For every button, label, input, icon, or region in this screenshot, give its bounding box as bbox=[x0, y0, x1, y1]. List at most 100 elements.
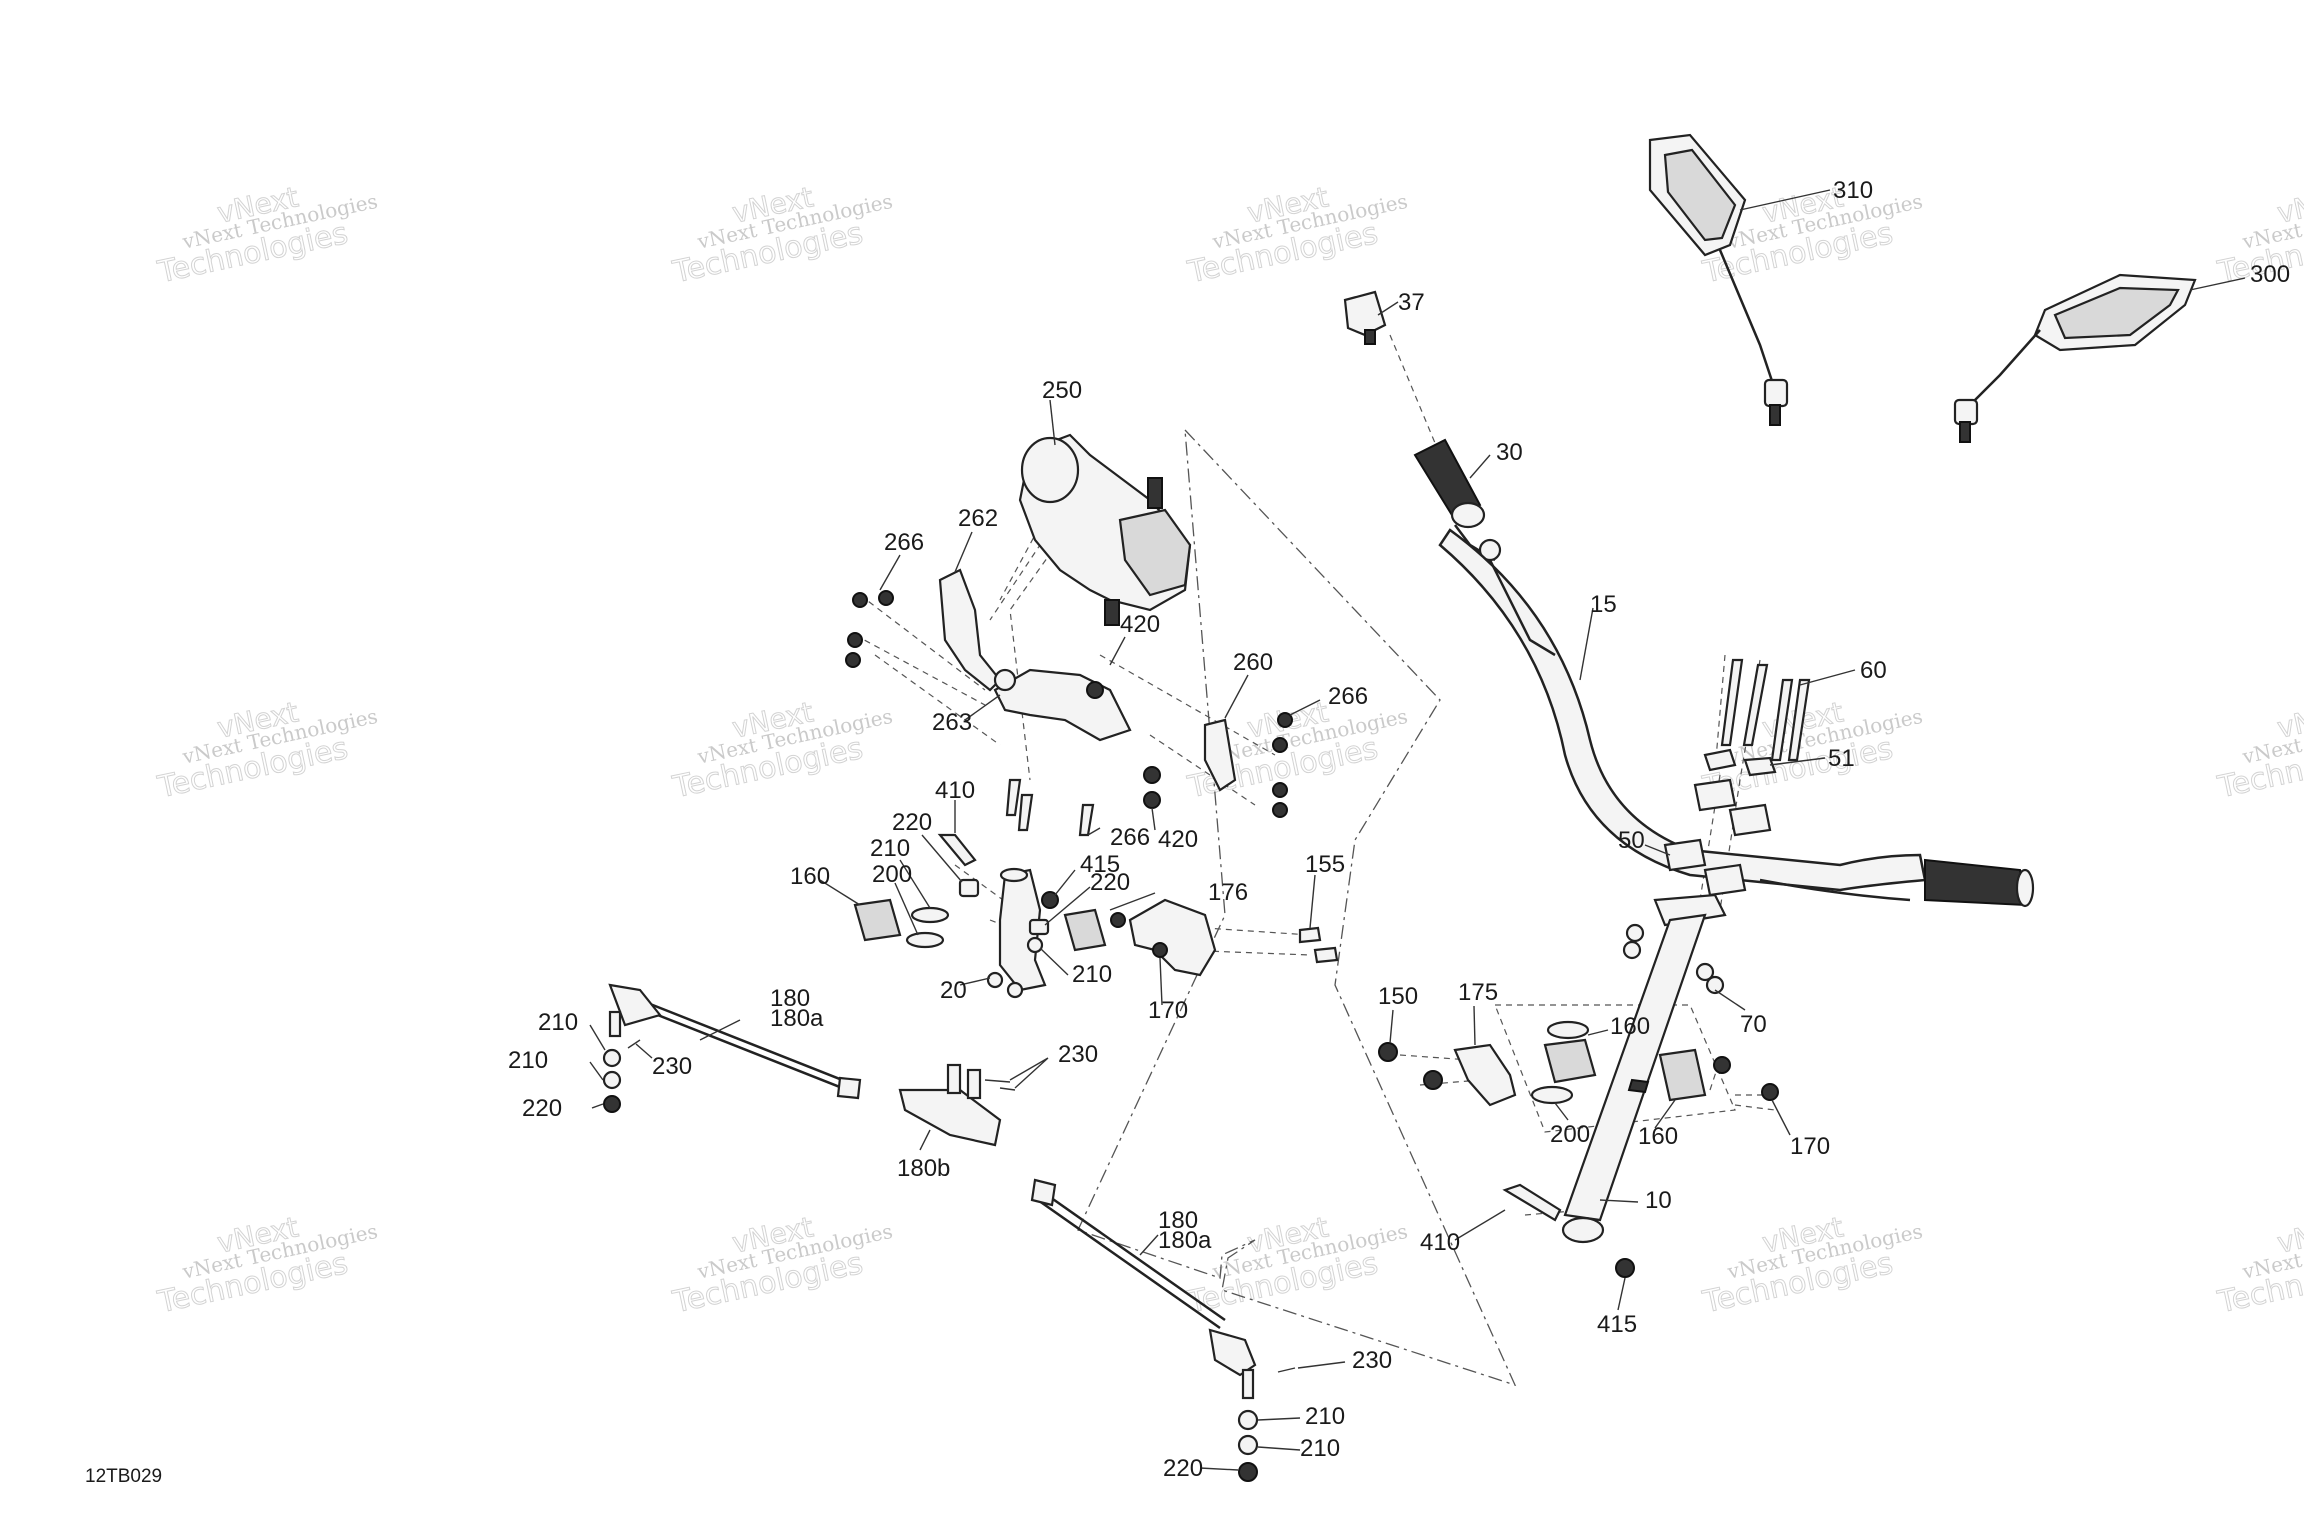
leader-30 bbox=[1469, 454, 1491, 479]
mirror-right-glass bbox=[2053, 286, 2180, 340]
sleeve-220-a bbox=[958, 878, 980, 898]
cotter-230-b bbox=[984, 1079, 1016, 1091]
grip-left-end bbox=[1450, 501, 1486, 529]
leader-51 bbox=[1769, 757, 1826, 766]
bracket-176 bbox=[1128, 898, 1339, 977]
leader-250 bbox=[1049, 399, 1056, 446]
ring-200-c bbox=[910, 906, 950, 924]
bushing-160-b bbox=[1658, 1048, 1707, 1102]
watermark: vNext vNext Technologies Technologies bbox=[669, 180, 895, 291]
leader-210a bbox=[899, 859, 931, 909]
bolt-mount-3 bbox=[1078, 803, 1095, 837]
nut-220-d bbox=[1238, 1462, 1258, 1482]
callout-263: 263 bbox=[932, 709, 972, 736]
grip-right-end bbox=[2015, 868, 2035, 908]
handlebar-tube bbox=[1438, 528, 1927, 892]
watermark: vNext vNext Technologies Technologies bbox=[154, 1210, 380, 1321]
bracket-176-plate bbox=[1128, 898, 1217, 977]
nut-420-a bbox=[1086, 681, 1104, 699]
bolt-155-a bbox=[1298, 926, 1322, 944]
bracket-262-plate bbox=[938, 568, 1002, 692]
callout-180c: 180 bbox=[1158, 1207, 1198, 1234]
nut-415-a bbox=[1041, 891, 1059, 909]
watermark: vNext vNext Technologies Technologies bbox=[154, 180, 380, 291]
nut-70-1 bbox=[1625, 923, 1645, 943]
clamp-lower-50-1 bbox=[1663, 838, 1707, 872]
pitman-arm-body bbox=[998, 868, 1047, 992]
washer-210-d bbox=[602, 1048, 622, 1068]
callout-210b: 210 bbox=[1072, 961, 1112, 988]
leader-210c bbox=[589, 1024, 606, 1051]
leader-310 bbox=[1739, 189, 1831, 211]
tie-rod-upper-stud bbox=[608, 1010, 622, 1038]
nut-170-b bbox=[1761, 1083, 1779, 1101]
bolt-150b bbox=[1423, 1070, 1443, 1090]
mirror-left-mount bbox=[1763, 378, 1789, 408]
lower-clamp-group bbox=[1378, 1020, 1779, 1107]
callout-155: 155 bbox=[1305, 851, 1345, 878]
callout-210f: 210 bbox=[1300, 1435, 1340, 1462]
callout-262: 262 bbox=[958, 505, 998, 532]
callout-180b: 180b bbox=[897, 1155, 950, 1182]
bushing-160-d bbox=[1063, 908, 1107, 952]
bolt-266-d bbox=[845, 652, 861, 668]
watermark: vNext vNext Technologies Technologies bbox=[669, 695, 895, 806]
callout-266a: 266 bbox=[884, 529, 924, 556]
leader-262 bbox=[954, 531, 973, 573]
leader-60 bbox=[1799, 669, 1856, 686]
leader-220d bbox=[1199, 1467, 1239, 1471]
clamp-group-outline bbox=[1494, 1004, 1736, 1133]
callout-415a: 415 bbox=[1080, 851, 1120, 878]
leader-420a bbox=[1109, 636, 1126, 666]
mirror-right-stem bbox=[1969, 329, 2041, 406]
washer-51-1 bbox=[1703, 748, 1737, 772]
bushing-160-c bbox=[853, 898, 902, 942]
leader-180b bbox=[919, 1129, 931, 1151]
tie-rod-lower-shaft bbox=[1039, 1188, 1226, 1322]
callout-210e: 210 bbox=[1305, 1403, 1345, 1430]
pitman-arm-20 bbox=[853, 833, 1126, 999]
grip-left-body bbox=[1413, 438, 1482, 522]
center-link-stud-1 bbox=[946, 1063, 962, 1095]
callout-220b: 220 bbox=[1090, 869, 1130, 896]
callout-150: 150 bbox=[1378, 983, 1418, 1010]
mirror-left-glass bbox=[1663, 148, 1737, 242]
bolt-60-4 bbox=[1787, 678, 1811, 762]
end-cap-stem bbox=[1364, 329, 1376, 345]
mirror-right-mount bbox=[1953, 398, 1979, 426]
cotter-230-c bbox=[1277, 1367, 1296, 1373]
mirror-right-thread bbox=[1959, 421, 1971, 443]
leader-160a bbox=[1587, 1029, 1609, 1036]
callout-170a: 170 bbox=[1790, 1133, 1830, 1160]
washer-210-e bbox=[602, 1070, 622, 1090]
washer-210-b bbox=[986, 971, 1004, 989]
leader-200a bbox=[1554, 1102, 1569, 1121]
callout-200a: 200 bbox=[1550, 1121, 1590, 1148]
callout-410a: 410 bbox=[935, 777, 975, 804]
callout-30: 30 bbox=[1496, 439, 1523, 466]
leader-263 bbox=[964, 694, 1001, 721]
leader-175 bbox=[1473, 1005, 1476, 1046]
callout-220a: 220 bbox=[892, 809, 932, 836]
bolt-266-g bbox=[1272, 782, 1288, 798]
nut-170-c bbox=[1110, 912, 1126, 928]
callout-210c: 210 bbox=[538, 1009, 578, 1036]
right-cable bbox=[1759, 878, 1911, 902]
callout-175: 175 bbox=[1458, 979, 1498, 1006]
callout-160b: 160 bbox=[1638, 1123, 1678, 1150]
leader-415b bbox=[1617, 1277, 1626, 1311]
leader-170a bbox=[1771, 1099, 1791, 1136]
lower-fasteners bbox=[1502, 1183, 1635, 1278]
callout-220c: 220 bbox=[522, 1095, 562, 1122]
bolt-410-a bbox=[937, 833, 977, 867]
bolt-266-f bbox=[1272, 737, 1288, 753]
callout-266c: 266 bbox=[1110, 824, 1150, 851]
pitman-arm-top bbox=[999, 867, 1029, 883]
steering-actuator-250 bbox=[1018, 433, 1192, 626]
steering-column-10 bbox=[1561, 893, 1727, 1244]
tie-rod-lower-stud bbox=[1241, 1368, 1255, 1400]
callout-230b: 230 bbox=[1058, 1041, 1098, 1068]
bolt-60-1 bbox=[1720, 658, 1744, 747]
bracket-262 bbox=[845, 568, 1002, 692]
actuator-output-shaft bbox=[1104, 599, 1120, 626]
